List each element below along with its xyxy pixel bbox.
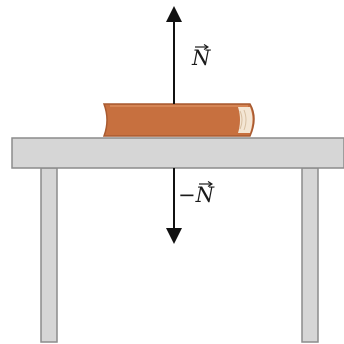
vector-arrow-icon — [195, 44, 209, 50]
table-leg-right — [301, 167, 319, 343]
table-top — [11, 137, 344, 169]
normal-force-label: N — [192, 44, 211, 70]
vector-arrow-icon — [198, 181, 213, 187]
reaction-force-symbol: N — [195, 183, 214, 207]
book — [102, 103, 255, 137]
normal-force-symbol: N — [192, 46, 211, 70]
table-leg-left — [40, 167, 58, 343]
reaction-force-label: − N — [178, 181, 214, 207]
minus-sign: − — [178, 183, 196, 207]
